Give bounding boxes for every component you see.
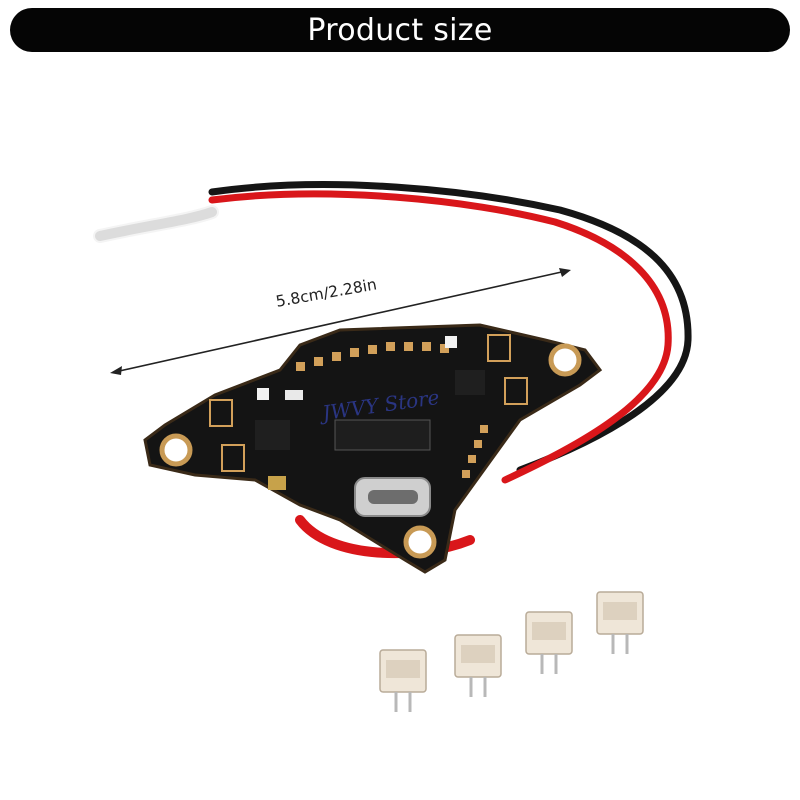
connector-4 [596, 591, 644, 654]
jst-connectors [379, 591, 644, 712]
main-chip [334, 419, 431, 451]
connector-1 [379, 649, 427, 712]
chip-left [255, 420, 290, 450]
led-left [257, 388, 269, 400]
component-white [285, 390, 303, 400]
mount-hole-left [159, 433, 193, 467]
mount-hole-right [548, 343, 582, 377]
led-right [445, 336, 457, 348]
connector-3 [525, 611, 573, 674]
banner-title: Product size [307, 12, 493, 48]
title-banner: Product size [10, 8, 790, 52]
dimension-arrow [110, 268, 571, 375]
connector-2 [454, 634, 502, 697]
component-gold [268, 476, 286, 490]
wire-pair [93, 181, 692, 559]
chip-right [455, 370, 485, 395]
mount-hole-bottom [403, 525, 437, 559]
flight-controller-board [143, 323, 603, 574]
